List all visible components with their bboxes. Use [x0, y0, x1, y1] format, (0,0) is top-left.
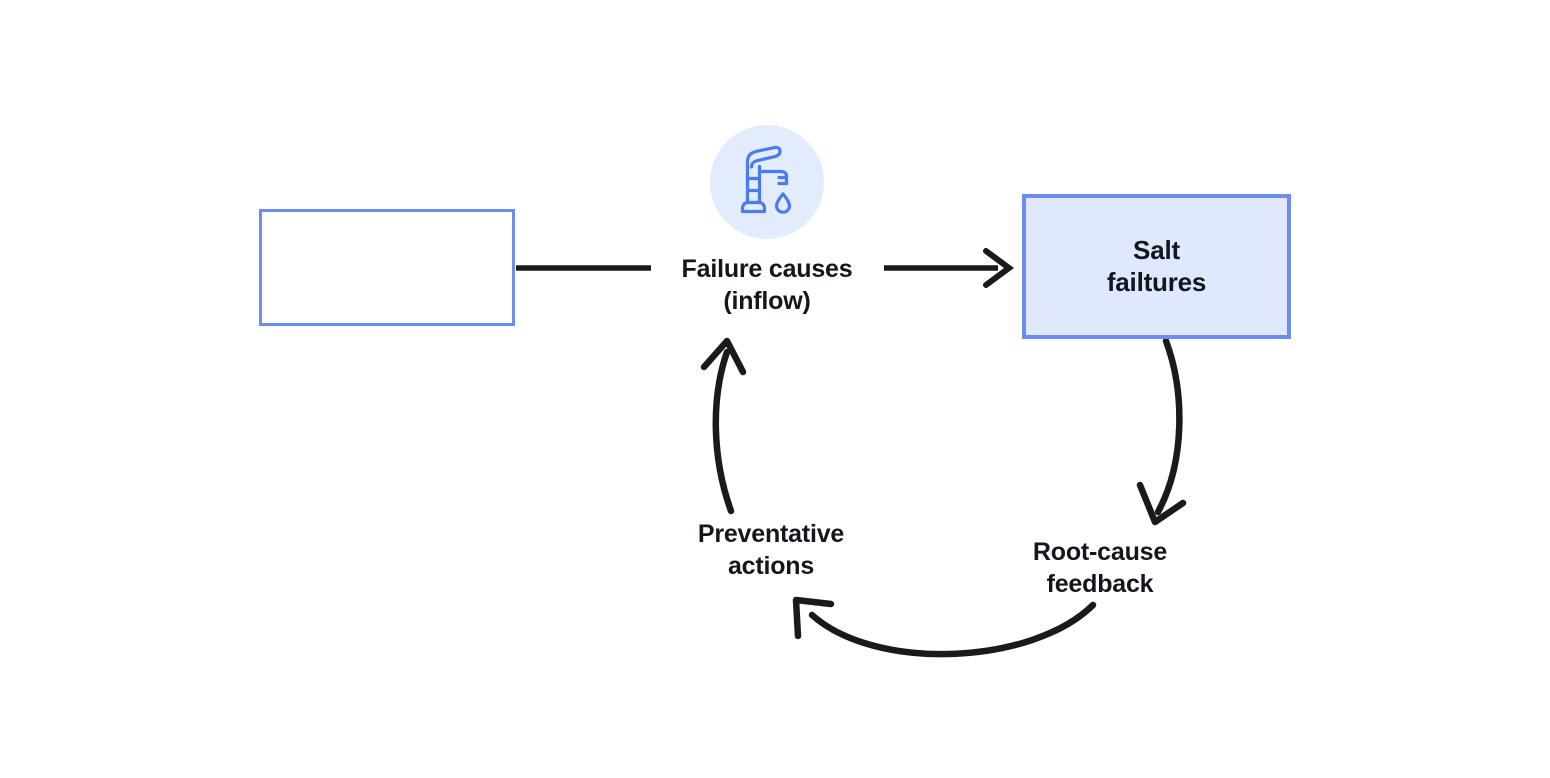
- connector-target-to-rootcause: [1154, 337, 1183, 516]
- flow-label-root-cause-feedback: Root-cause feedback: [1032, 538, 1168, 598]
- arrowhead-preventative-to-inflow: [700, 337, 747, 376]
- flow-label-inflow: Failure causes (inflow): [681, 255, 853, 315]
- arrowhead-rootcause-to-preventative: [792, 596, 835, 640]
- inflow-icon-container: [710, 125, 824, 239]
- arrowhead-target-to-rootcause: [1136, 481, 1187, 526]
- connector-preventative-to-inflow: [712, 348, 735, 515]
- stock-box-source[interactable]: [259, 209, 515, 326]
- faucet-icon: [740, 145, 792, 214]
- stock-box-salt-failtures-label: Salt failtures: [1106, 234, 1207, 297]
- icon-circle-background: [710, 125, 824, 239]
- flow-label-preventative-actions: Preventative actions: [697, 520, 845, 580]
- connector-rootcause-to-preventative: [808, 601, 1097, 658]
- arrowhead-inflow-to-target: [983, 248, 1015, 288]
- stock-box-salt-failtures[interactable]: Salt failtures: [1022, 194, 1291, 339]
